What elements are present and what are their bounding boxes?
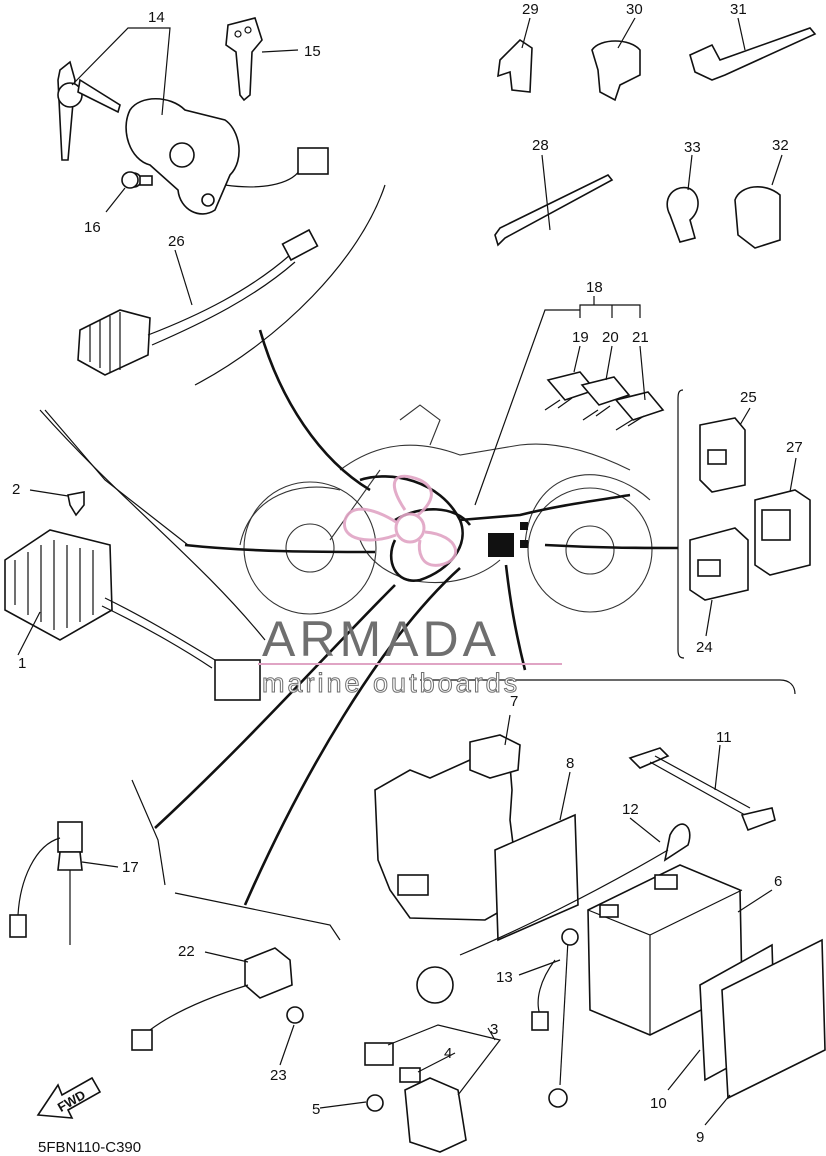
propeller-logo-icon	[343, 474, 458, 567]
part-sensor	[9, 821, 83, 945]
section-brackets	[39, 184, 796, 941]
motorcycle-outline	[239, 404, 653, 615]
callout-30: 30	[626, 1, 643, 18]
fwd-arrow: FWD	[36, 1076, 102, 1119]
part-relays	[689, 417, 811, 601]
callout-2: 2	[12, 481, 20, 498]
callout-22: 22	[178, 943, 195, 960]
callout-15: 15	[304, 43, 321, 60]
callout-21: 21	[632, 329, 649, 346]
part-strap-lead	[416, 747, 776, 1004]
callout-14: 14	[148, 9, 165, 26]
part-rectifier	[4, 491, 261, 701]
callout-11: 11	[716, 729, 732, 746]
callout-9: 9	[696, 1129, 704, 1146]
diagram-code: 5FBN110-C390	[38, 1139, 141, 1156]
part-fuses	[544, 371, 665, 431]
callout-labels: 1 2 3 4 5 6 7 8 9 10 11 12 13 14 15 16 1…	[12, 1, 803, 1146]
callout-4: 4	[444, 1045, 452, 1062]
callout-5: 5	[312, 1101, 320, 1118]
part-clamps	[494, 27, 817, 249]
callout-7: 7	[510, 693, 518, 710]
callout-32: 32	[772, 137, 789, 154]
armada-watermark: ARMADA marine outboards	[258, 474, 562, 699]
callout-10: 10	[650, 1095, 667, 1112]
watermark-brand: ARMADA	[262, 611, 500, 667]
callout-29: 29	[522, 1, 539, 18]
callout-16: 16	[84, 219, 101, 236]
callout-27: 27	[786, 439, 803, 456]
part-main-switch	[57, 60, 329, 215]
callout-28: 28	[532, 137, 549, 154]
part-bolt-16	[121, 171, 139, 189]
callout-24: 24	[696, 639, 713, 656]
callout-8: 8	[566, 755, 574, 772]
callout-31: 31	[730, 1, 747, 18]
part-lead	[77, 228, 319, 376]
callout-3: 3	[490, 1021, 498, 1038]
callout-17: 17	[122, 859, 139, 876]
callout-25: 25	[740, 389, 757, 406]
callout-19: 19	[572, 329, 589, 346]
callout-20: 20	[602, 329, 619, 346]
wire-harness	[359, 475, 631, 582]
callout-33: 33	[684, 139, 701, 156]
callout-leaders	[17, 17, 797, 1126]
callout-12: 12	[622, 801, 639, 818]
part-starter-relay	[364, 1024, 502, 1153]
watermark-tagline: marine outboards	[262, 668, 520, 698]
callout-6: 6	[774, 873, 782, 890]
leader-lines	[44, 309, 679, 906]
callout-18: 18	[586, 279, 603, 296]
part-battery-bracket	[374, 734, 579, 942]
callout-13: 13	[496, 969, 513, 986]
callout-26: 26	[168, 233, 185, 250]
part-key	[225, 17, 263, 102]
part-battery	[531, 864, 826, 1108]
part-sensor-lead	[131, 947, 304, 1051]
callout-1: 1	[18, 655, 26, 672]
callout-23: 23	[270, 1067, 287, 1084]
